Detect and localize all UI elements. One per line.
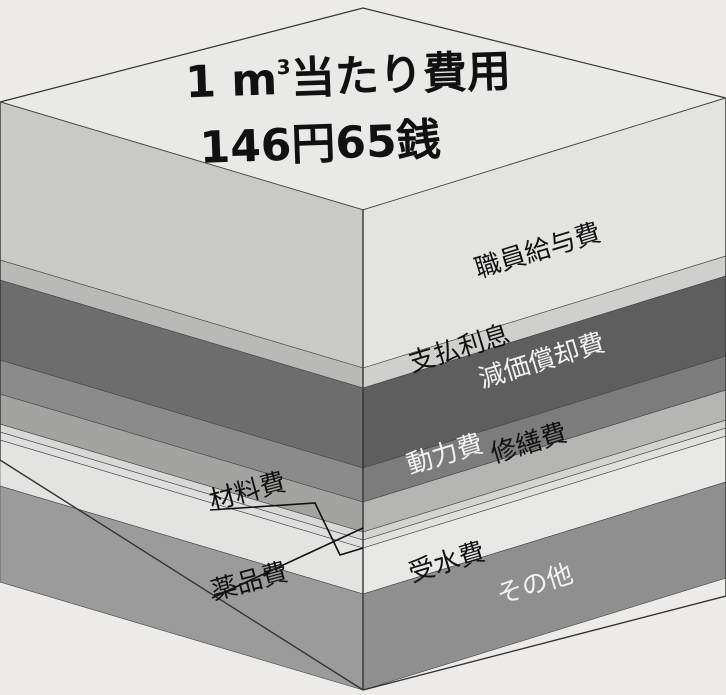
- block-left-face: [0, 101, 364, 691]
- block-edges: [0, 98, 726, 691]
- block-right-face: [362, 97, 726, 691]
- title-line1: 1 m3当たり費用: [184, 46, 511, 108]
- title-line2: 146円65銭: [199, 115, 442, 174]
- cost-title: 1 m3当たり費用 146円65銭: [184, 46, 511, 174]
